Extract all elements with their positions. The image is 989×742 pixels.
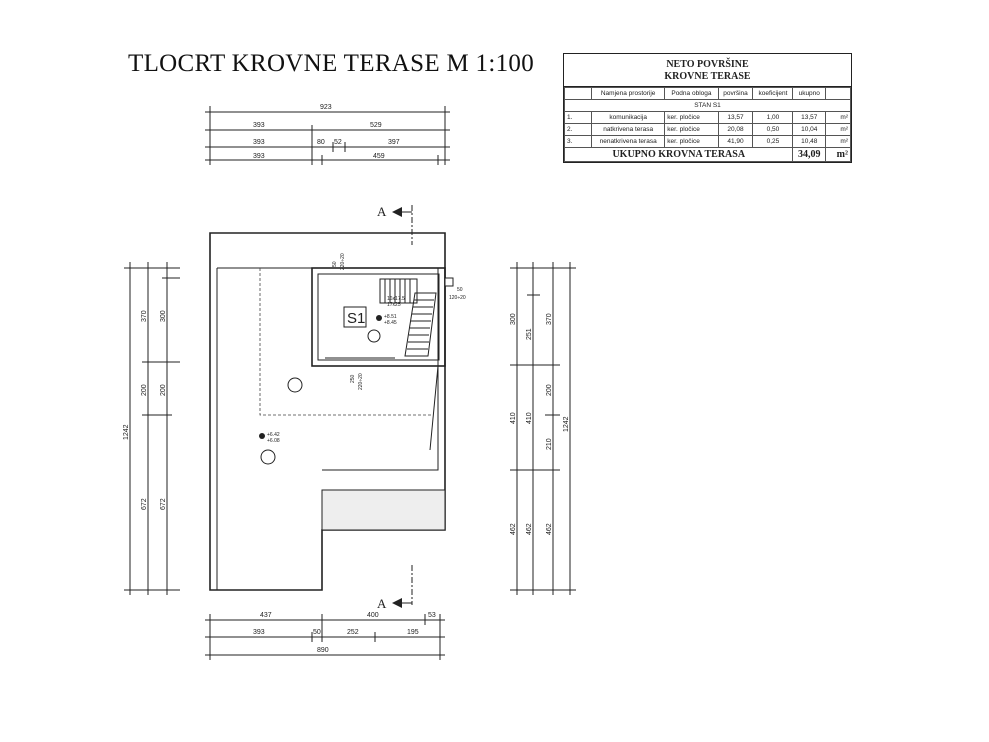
opening-dim: 50 [457,287,463,293]
dim-label: 462 [546,523,553,535]
dim-label: 400 [367,612,379,619]
dim-label: 462 [526,523,533,535]
dim-label: 300 [510,313,517,325]
total-label: UKUPNO KROVNA TERASA [563,147,794,162]
section-marker-top: A [377,204,413,245]
section-label: A [377,596,387,611]
drain-icon [260,449,276,465]
unit-label: S1 [347,310,365,327]
dim-label: 393 [253,629,265,636]
stair-room [311,267,454,451]
dim-label: 529 [370,122,382,129]
dim-label: 1242 [563,416,570,432]
dim-label: 252 [347,629,359,636]
roof-overhang-line [259,268,432,416]
right-dimension-lines [510,262,576,595]
dim-label: 890 [317,647,329,654]
dim-label: 210 [546,438,553,450]
stair-dim-2: 16x17.5 [387,296,405,302]
dim-label: 393 [253,139,265,146]
dim-label: 50 [313,629,321,636]
dim-label: 53 [428,612,436,619]
level-2: +8.45 [384,320,397,326]
dim-label: 200 [160,384,167,396]
stair-dim-1: 17x25 [387,302,401,308]
level-3: +6.42 [267,432,280,438]
dim-label: 195 [407,629,419,636]
dim-label: 672 [141,498,148,510]
area-table: NETO POVRŠINE KROVNE TERASE Namjena pros… [563,53,852,163]
opening-dim: 50 [332,261,338,267]
opening-dim: 250 [350,374,356,383]
dim-label: 200 [141,384,148,396]
dim-label: 397 [388,139,400,146]
dim-label: 393 [253,153,265,160]
dim-label: 410 [526,412,533,424]
dim-label: 370 [141,310,148,322]
table-heading: NETO POVRŠINE KROVNE TERASE [564,54,851,87]
dim-label: 923 [320,104,332,111]
dim-label: 251 [526,328,533,340]
drain-icon [367,329,381,343]
level-4: +6.08 [267,438,280,444]
dim-label: 410 [510,412,517,424]
section-label: A [377,204,387,219]
dim-label: 393 [253,122,265,129]
top-dimension-lines [205,106,450,165]
drawing-title: TLOCRT KROVNE TERASE M 1:100 [128,50,534,77]
bottom-dimension-lines [205,614,445,660]
table-total-row: UKUPNO KROVNA TERASA 34,09 m² [563,147,851,162]
dim-label: 462 [510,523,517,535]
unit-label-box [343,306,367,328]
dim-label: 200 [546,384,553,396]
opening-dim: 120÷20 [449,295,466,301]
dim-label: 1242 [123,424,130,440]
terrace-outline [209,232,446,591]
dim-label: 459 [373,153,385,160]
dim-label: 300 [160,310,167,322]
left-dimension-lines [124,262,180,595]
table-heading-line-2: KROVNE TERASE [664,71,751,82]
dim-label: 80 [317,139,325,146]
dim-label: 672 [160,498,167,510]
total-unit: m² [825,147,851,162]
section-marker-bottom: A [377,565,413,611]
opening-dim: 220÷20 [358,373,364,390]
level-marker-icon [376,315,382,321]
dim-label: 370 [546,313,553,325]
dim-label: 52 [334,139,342,146]
drain-icon [287,377,303,393]
opening-dim: 220÷20 [340,253,346,270]
level-1: +8.51 [384,314,397,320]
total-value: 34,09 [792,147,826,162]
level-marker-icon [259,433,265,439]
table-heading-line-1: NETO POVRŠINE [666,59,749,70]
dim-label: 437 [260,612,272,619]
